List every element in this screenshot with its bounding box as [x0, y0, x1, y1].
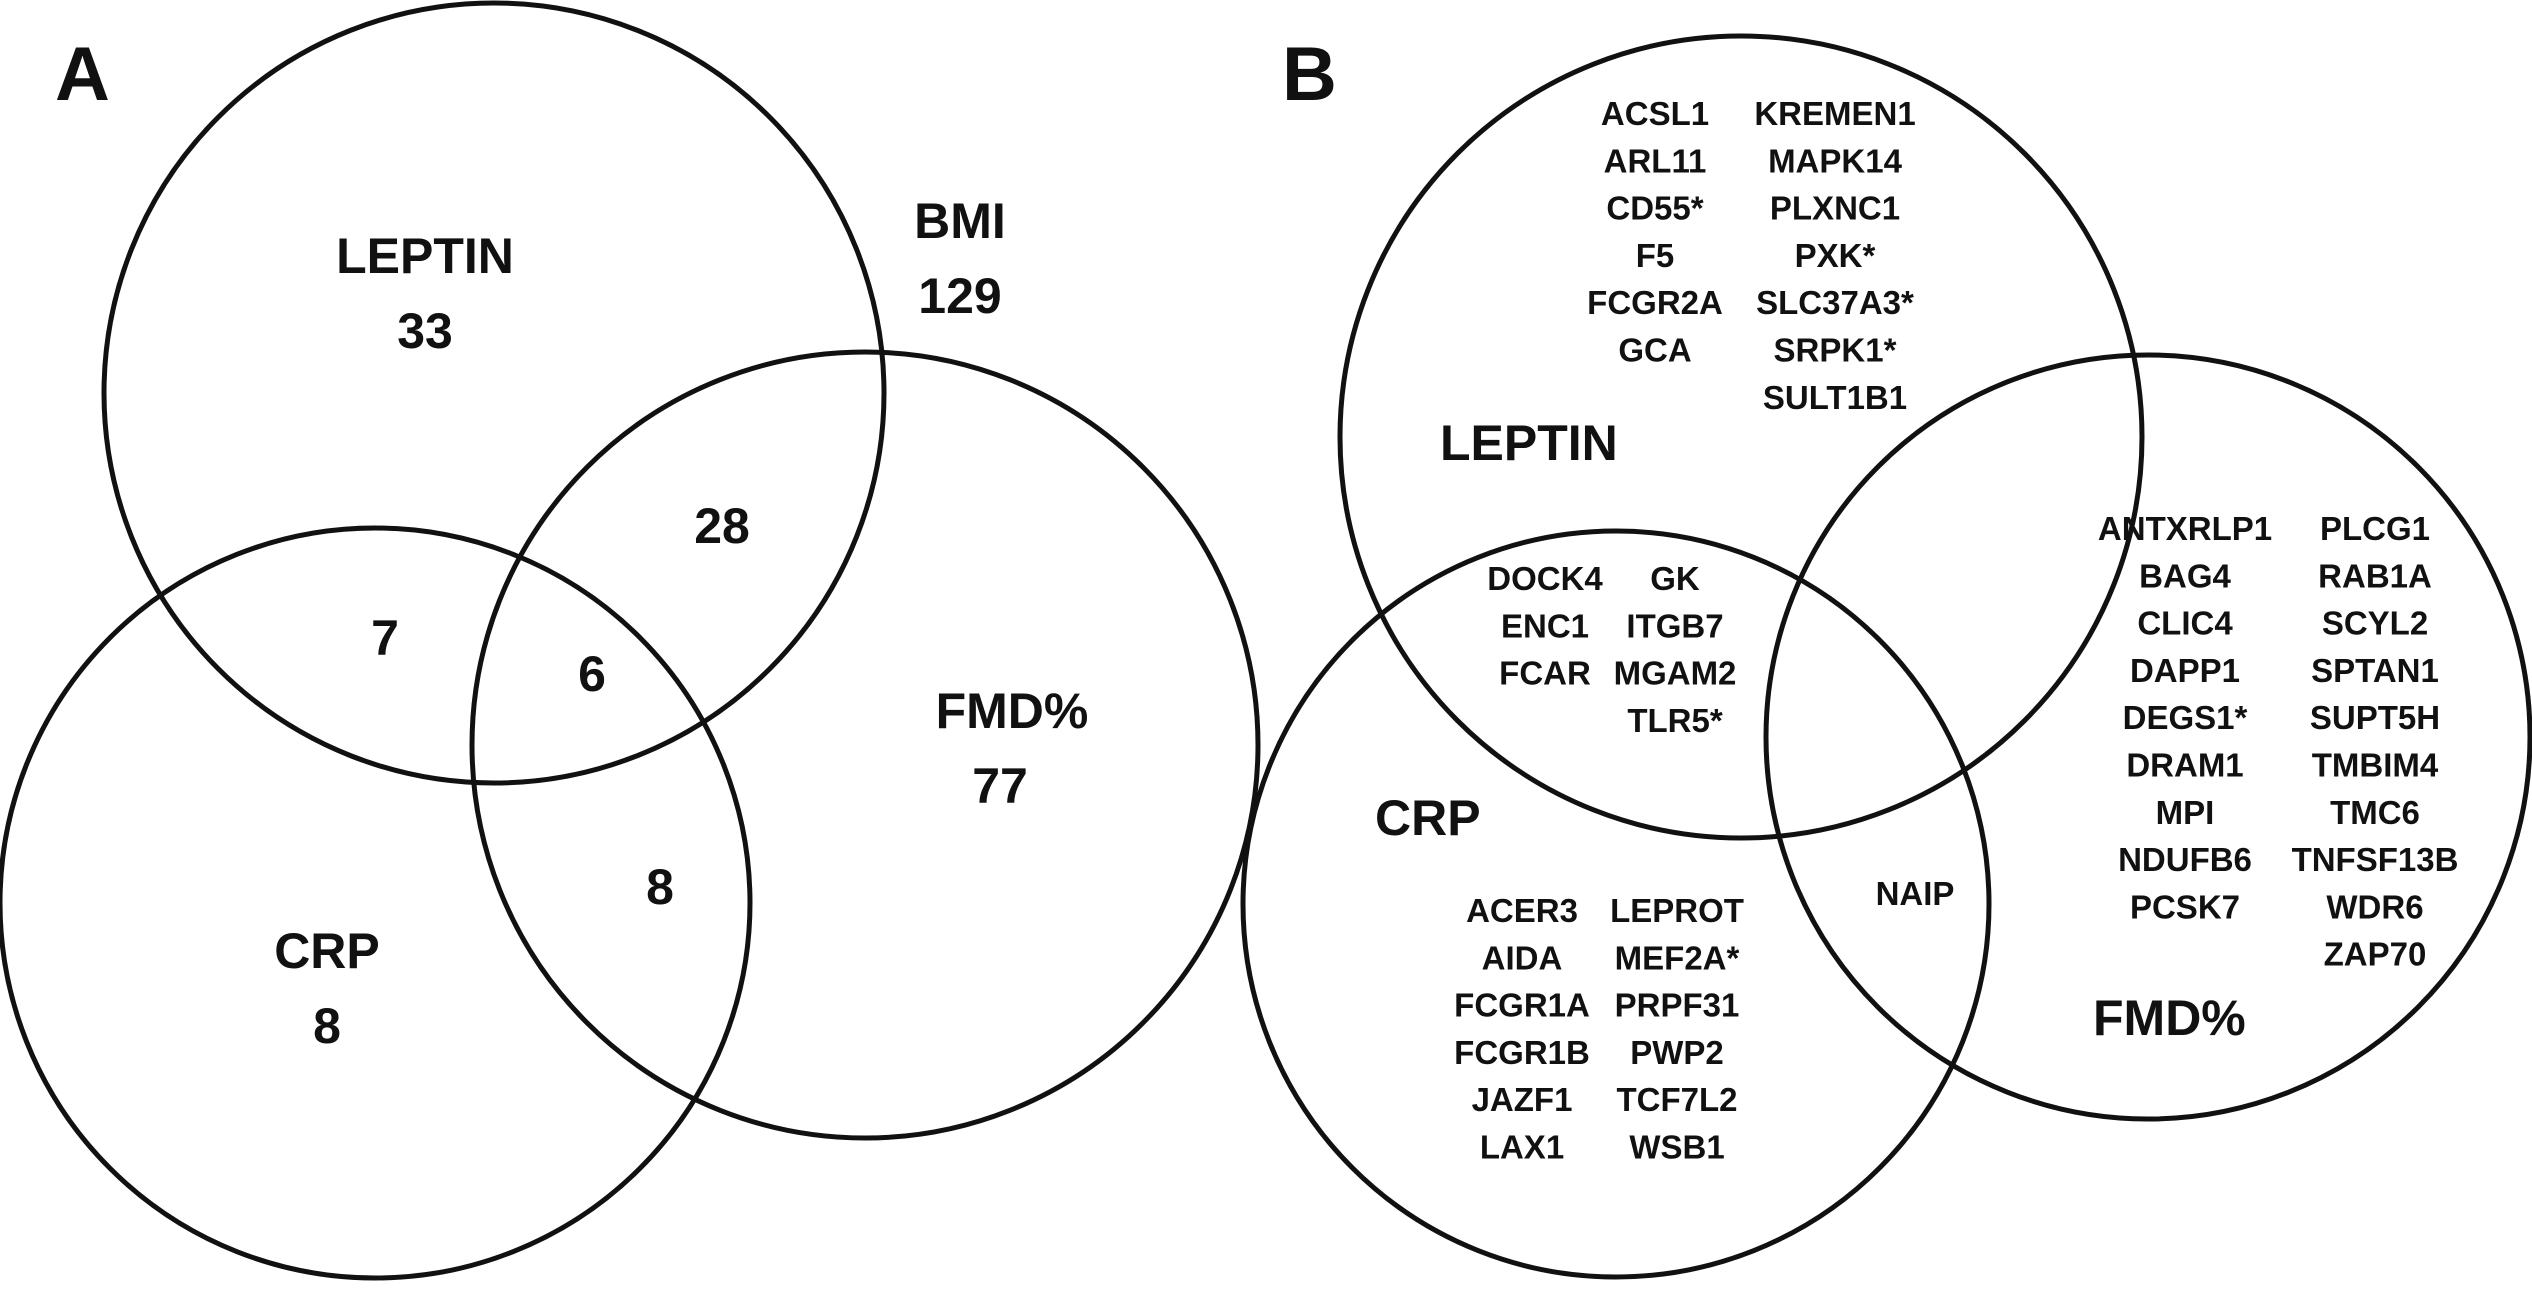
fmd-only-gene: CLIC4 — [2137, 605, 2233, 642]
fmd-only-gene: ZAP70 — [2324, 936, 2427, 973]
fmd-set-label-b: FMD% — [2093, 990, 2246, 1046]
fmd-only-gene: TNFSF13B — [2292, 841, 2459, 878]
leptin-only-gene: ACSL1 — [1601, 95, 1709, 132]
fmd-circle — [469, 349, 1261, 1141]
crp-set-label: CRP — [274, 923, 380, 979]
leptin-circle-b — [1337, 33, 2145, 841]
fmd-set-label: FMD% — [936, 683, 1089, 739]
crp-only-gene: PRPF31 — [1615, 987, 1740, 1024]
crp-only-gene: TCF7L2 — [1616, 1081, 1737, 1118]
crp-set-label-b: CRP — [1375, 790, 1481, 846]
leptin-crp-count: 7 — [371, 610, 399, 666]
leptin-only-gene: PLXNC1 — [1770, 190, 1900, 227]
crp-only-count: 8 — [313, 998, 341, 1054]
crp-circle-b — [1240, 528, 1992, 1280]
leptin-crp-gene: ENC1 — [1501, 607, 1589, 644]
fmd-only-gene: DEGS1* — [2123, 699, 2248, 736]
leptin-crp-gene: GK — [1650, 560, 1700, 597]
fmd-only-gene: PCSK7 — [2130, 888, 2240, 925]
leptin-only-gene: GCA — [1618, 332, 1691, 369]
leptin-crp-gene: ITGB7 — [1626, 607, 1723, 644]
fmd-only-gene: DAPP1 — [2130, 652, 2240, 689]
leptin-only-gene: F5 — [1636, 237, 1675, 274]
fmd-only-gene: TMBIM4 — [2312, 747, 2439, 784]
leptin-only-gene: FCGR2A — [1587, 284, 1723, 321]
leptin-only-gene: KREMEN1 — [1754, 95, 1915, 132]
leptin-only-gene: ARL11 — [1604, 142, 1707, 179]
leptin-only-gene: SRPK1* — [1774, 332, 1897, 369]
fmd-only-gene: SCYL2 — [2322, 605, 2428, 642]
fmd-only-gene: RAB1A — [2318, 557, 2432, 594]
crp-only-gene: AIDA — [1482, 939, 1563, 976]
crp-only-gene: MEF2A* — [1615, 939, 1740, 976]
fmd-only-gene: TMC6 — [2330, 794, 2420, 831]
leptin-only-gene: SLC37A3* — [1756, 284, 1914, 321]
fmd-only-gene: BAG4 — [2139, 557, 2231, 594]
crp-only-gene: JAZF1 — [1472, 1081, 1573, 1118]
leptin-circle — [101, 0, 887, 786]
panel-a: A LEPTIN 33 BMI 129 28 7 6 FMD% 77 8 CRP… — [0, 0, 1261, 1281]
fmd-only-gene: DRAM1 — [2126, 747, 2243, 784]
leptin-crp-gene: TLR5* — [1627, 702, 1723, 739]
fmd-only-gene: SPTAN1 — [2311, 652, 2439, 689]
fmd-circle-b — [1763, 352, 2532, 1122]
fmd-only-gene: MPI — [2156, 794, 2215, 831]
leptin-set-label: LEPTIN — [336, 228, 514, 284]
crp-fmd-count: 8 — [646, 859, 674, 915]
leptin-set-label-b: LEPTIN — [1440, 415, 1618, 471]
bmi-count: 129 — [918, 268, 1001, 324]
crp-only-gene: FCGR1A — [1454, 987, 1590, 1024]
crp-only-gene: ACER3 — [1466, 892, 1578, 929]
leptin-only-gene: CD55* — [1606, 190, 1703, 227]
crp-only-gene: FCGR1B — [1454, 1034, 1590, 1071]
crp-circle — [0, 525, 753, 1281]
leptin-only-gene: PXK* — [1795, 237, 1876, 274]
fmd-only-gene: NDUFB6 — [2118, 841, 2252, 878]
fmd-only-gene: WDR6 — [2326, 888, 2423, 925]
leptin-only-gene: MAPK14 — [1768, 142, 1903, 179]
bmi-set-label: BMI — [914, 193, 1006, 249]
leptin-crp-gene: FCAR — [1499, 655, 1591, 692]
fmd-only-gene: PLCG1 — [2320, 510, 2430, 547]
crp-only-gene: LAX1 — [1480, 1129, 1564, 1166]
fmd-only-count: 77 — [972, 758, 1028, 814]
fmd-only-gene: SUPT5H — [2310, 699, 2440, 736]
panel-a-letter: A — [55, 32, 110, 117]
crp-only-gene: PWP2 — [1630, 1034, 1724, 1071]
crp-only-gene: WSB1 — [1629, 1129, 1724, 1166]
leptin-only-count: 33 — [397, 303, 453, 359]
fmd-only-gene: ANTXRLP1 — [2098, 510, 2272, 547]
leptin-crp-gene: DOCK4 — [1487, 560, 1603, 597]
all-three-count: 6 — [578, 646, 606, 702]
leptin-fmd-count: 28 — [694, 498, 750, 554]
crp-only-gene: LEPROT — [1610, 892, 1744, 929]
leptin-crp-gene: MGAM2 — [1614, 655, 1737, 692]
leptin-only-gene: SULT1B1 — [1763, 379, 1907, 416]
crp-fmd-gene: NAIP — [1876, 875, 1955, 912]
panel-b-letter: B — [1282, 32, 1337, 117]
